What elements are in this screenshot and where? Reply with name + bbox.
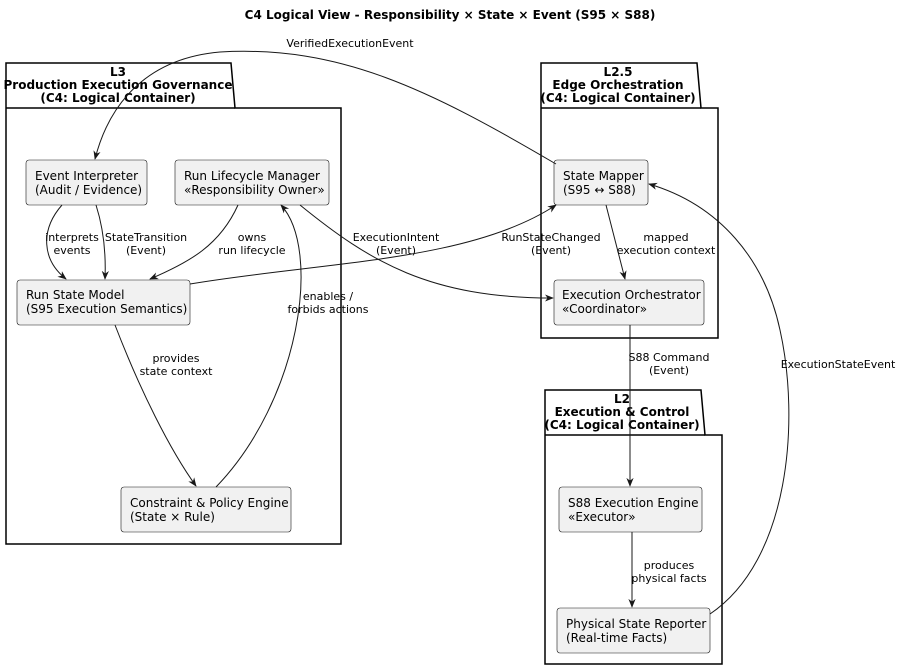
edge-label-provides: provides <box>152 352 199 365</box>
component-run-state-model[interactable]: Run State Model (S95 Execution Semantics… <box>16 279 191 326</box>
package-l2-5-level: L2.5 <box>604 65 633 79</box>
package-l3-level: L3 <box>110 65 126 79</box>
component-constraint-policy-engine[interactable]: Constraint & Policy Engine (State × Rule… <box>120 486 292 533</box>
edge-label-execution-state-event: ExecutionStateEvent <box>781 358 896 371</box>
component-s88-execution-engine[interactable]: S88 Execution Engine «Executor» <box>558 486 703 533</box>
edge-label-run-state-changed-event: (Event) <box>531 244 571 257</box>
component-physical-state-reporter[interactable]: Physical State Reporter (Real-time Facts… <box>556 607 711 654</box>
component-state-mapper[interactable]: State Mapper (S95 ↔ S88) <box>553 159 649 206</box>
edge-label-physical-facts: physical facts <box>631 572 707 585</box>
event-interpreter-desc: (Audit / Evidence) <box>35 183 142 197</box>
run-state-model-desc: (S95 Execution Semantics) <box>26 302 187 316</box>
run-state-model-name: Run State Model <box>26 288 124 302</box>
edge-label-enables: enables / <box>303 290 354 303</box>
run-lifecycle-manager-desc: «Responsibility Owner» <box>184 183 325 197</box>
package-l2-level: L2 <box>614 392 630 406</box>
diagram-title: C4 Logical View - Responsibility × State… <box>245 8 656 22</box>
edge-label-events: events <box>53 244 90 257</box>
edge-label-state-transition-event: (Event) <box>126 244 166 257</box>
execution-orchestrator-name: Execution Orchestrator <box>562 288 701 302</box>
edge-label-mapped: mapped <box>643 231 688 244</box>
package-l2-name: Execution & Control <box>555 405 690 419</box>
state-mapper-desc: (S95 ↔ S88) <box>563 183 636 197</box>
edge-label-interprets: interprets <box>45 231 99 244</box>
constraint-policy-engine-name: Constraint & Policy Engine <box>130 496 289 510</box>
edge-label-s88-command-event: (Event) <box>649 364 689 377</box>
edge-label-produces: produces <box>644 559 695 572</box>
state-mapper-name: State Mapper <box>563 169 644 183</box>
s88-execution-engine-name: S88 Execution Engine <box>568 496 699 510</box>
edge-label-run-lifecycle: run lifecycle <box>218 244 285 257</box>
component-event-interpreter[interactable]: Event Interpreter (Audit / Evidence) <box>25 159 148 206</box>
package-l3-name: Production Execution Governance <box>4 78 233 92</box>
edge-label-forbids-actions: forbids actions <box>288 303 369 316</box>
package-l2-5-type: (C4: Logical Container) <box>540 91 695 105</box>
edge-execution-state-event: ExecutionStateEvent <box>648 182 896 615</box>
edge-label-owns: owns <box>238 231 267 244</box>
edge-label-state-context: state context <box>140 365 214 378</box>
edge-label-s88-command: S88 Command <box>628 351 709 364</box>
edge-run-state-changed: RunStateChanged (Event) <box>189 204 601 285</box>
edge-label-verified-execution-event: VerifiedExecutionEvent <box>286 37 414 50</box>
edge-produces-physical-facts: produces physical facts <box>628 532 707 608</box>
edge-enables-forbids: enables / forbids actions <box>215 204 369 488</box>
edge-interprets-events: interprets events <box>45 204 99 280</box>
edge-state-transition: StateTransition (Event) <box>95 204 187 280</box>
edge-verified-execution-event: VerifiedExecutionEvent <box>93 37 557 165</box>
edge-label-execution-context: execution context <box>617 244 716 257</box>
edge-s88-command: S88 Command (Event) <box>626 325 710 487</box>
edge-label-execution-intent: ExecutionIntent <box>353 231 440 244</box>
physical-state-reporter-desc: (Real-time Facts) <box>566 631 667 645</box>
edge-execution-intent: ExecutionIntent (Event) <box>299 204 554 302</box>
execution-orchestrator-desc: «Coordinator» <box>562 302 647 316</box>
package-l2-5-name: Edge Orchestration <box>552 78 683 92</box>
component-execution-orchestrator[interactable]: Execution Orchestrator «Coordinator» <box>553 279 705 326</box>
physical-state-reporter-name: Physical State Reporter <box>566 617 706 631</box>
edge-label-run-state-changed: RunStateChanged <box>501 231 600 244</box>
package-l3-type: (C4: Logical Container) <box>40 91 195 105</box>
run-lifecycle-manager-name: Run Lifecycle Manager <box>184 169 320 183</box>
component-run-lifecycle-manager[interactable]: Run Lifecycle Manager «Responsibility Ow… <box>174 159 330 206</box>
event-interpreter-name: Event Interpreter <box>35 169 138 183</box>
s88-execution-engine-desc: «Executor» <box>568 510 636 524</box>
edge-mapped-execution-context: mapped execution context <box>605 204 716 280</box>
edge-provides-state-context: provides state context <box>114 324 214 487</box>
edge-label-execution-intent-event: (Event) <box>376 244 416 257</box>
package-l2-type: (C4: Logical Container) <box>544 418 699 432</box>
edge-owns-run-lifecycle: owns run lifecycle <box>149 204 286 280</box>
constraint-policy-engine-desc: (State × Rule) <box>130 510 215 524</box>
edge-label-state-transition: StateTransition <box>105 231 187 244</box>
